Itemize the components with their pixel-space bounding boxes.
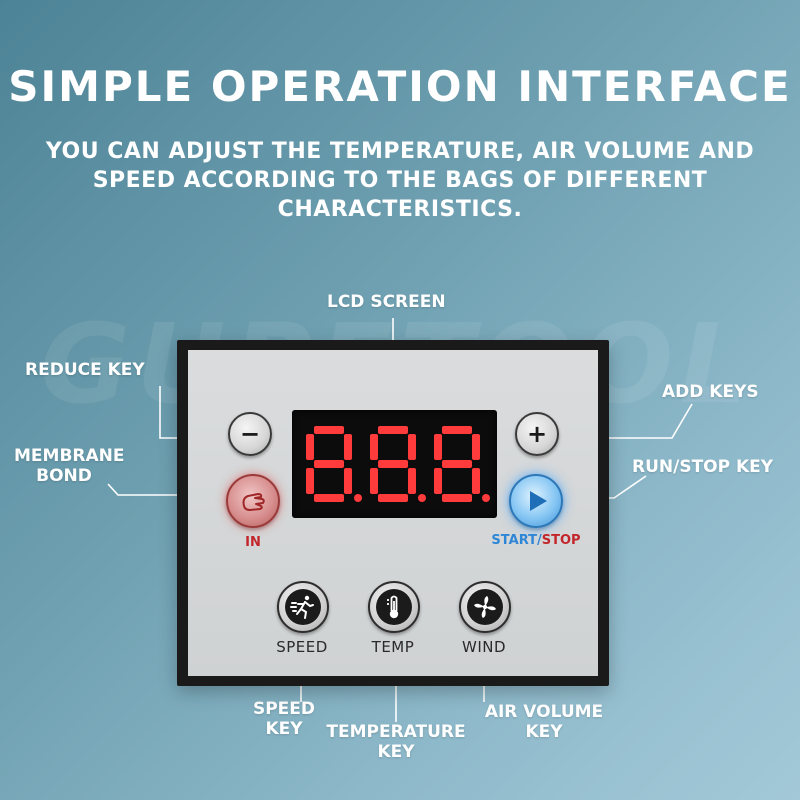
lcd-decimal-point bbox=[418, 494, 426, 502]
speed-button-face bbox=[285, 589, 321, 625]
lcd-decimal-point bbox=[354, 494, 362, 502]
callout-line: KEY bbox=[265, 719, 303, 739]
lcd-segment-b bbox=[408, 434, 416, 460]
wind-button-face bbox=[467, 589, 503, 625]
start-label: START bbox=[491, 533, 537, 548]
lcd-segment-e bbox=[434, 468, 442, 494]
minus-icon: − bbox=[239, 420, 261, 448]
callout-line: AIR VOLUME bbox=[484, 702, 604, 722]
callout-lcd-screen: LCD SCREEN bbox=[327, 292, 446, 312]
lcd-segment-f bbox=[434, 434, 442, 460]
callout-reduce-key: REDUCE KEY bbox=[25, 360, 145, 380]
run-stop-button[interactable] bbox=[509, 474, 563, 528]
callout-line: KEY bbox=[377, 742, 415, 762]
stop-label: STOP bbox=[541, 533, 581, 548]
page-subtitle: YOU CAN ADJUST THE TEMPERATURE, AIR VOLU… bbox=[40, 137, 760, 224]
play-icon bbox=[530, 491, 547, 511]
callout-line: BOND bbox=[36, 466, 92, 486]
hand-icon bbox=[242, 493, 265, 511]
lcd-segment-d bbox=[378, 494, 408, 502]
lcd-segment-g bbox=[314, 460, 344, 468]
speed-label: SPEED bbox=[276, 638, 328, 656]
seven-segment-display bbox=[306, 426, 490, 502]
lcd-segment-a bbox=[378, 426, 408, 434]
running-person-icon bbox=[290, 595, 314, 619]
lcd-segment-d bbox=[314, 494, 344, 502]
lcd-segment-g bbox=[442, 460, 472, 468]
callout-line: KEY bbox=[525, 722, 563, 742]
callout-line: TEMPERATURE bbox=[326, 722, 466, 742]
callout-line: MEMBRANE bbox=[14, 446, 125, 466]
subtitle-line: CHARACTERISTICS. bbox=[277, 197, 523, 222]
subtitle-line: YOU CAN ADJUST THE TEMPERATURE, AIR VOLU… bbox=[45, 139, 755, 164]
lcd-screen bbox=[292, 410, 497, 518]
callout-membrane-bond: MEMBRANE BOND bbox=[14, 446, 125, 486]
reduce-button[interactable]: − bbox=[228, 412, 272, 456]
lcd-segment-b bbox=[344, 434, 352, 460]
lcd-segment-g bbox=[378, 460, 408, 468]
callout-add-keys: ADD KEYS bbox=[662, 382, 759, 402]
plus-icon: + bbox=[526, 420, 548, 448]
lcd-segment-c bbox=[472, 468, 480, 494]
callout-line: SPEED bbox=[252, 699, 316, 719]
lcd-segment-a bbox=[442, 426, 472, 434]
subtitle-line: SPEED ACCORDING TO THE BAGS OF DIFFERENT bbox=[92, 168, 708, 193]
lcd-segment-d bbox=[442, 494, 472, 502]
callout-run-stop-key: RUN/STOP KEY bbox=[632, 457, 774, 477]
in-label: IN bbox=[245, 535, 261, 550]
lcd-decimal-point bbox=[482, 494, 490, 502]
callout-speed-key: SPEED KEY bbox=[244, 699, 324, 739]
in-button[interactable] bbox=[226, 474, 280, 528]
fan-icon bbox=[474, 596, 496, 618]
slash-label: / bbox=[537, 533, 542, 548]
lcd-segment-f bbox=[370, 434, 378, 460]
temp-button[interactable] bbox=[368, 581, 420, 633]
lcd-segment-e bbox=[306, 468, 314, 494]
temp-button-face bbox=[376, 589, 412, 625]
lcd-segment-b bbox=[472, 434, 480, 460]
speed-button[interactable] bbox=[277, 581, 329, 633]
lcd-segment-e bbox=[370, 468, 378, 494]
wind-label: WIND bbox=[461, 638, 507, 656]
start-stop-label: START/STOP bbox=[476, 533, 596, 548]
lcd-segment-f bbox=[306, 434, 314, 460]
lcd-segment-c bbox=[344, 468, 352, 494]
lcd-segment-c bbox=[408, 468, 416, 494]
lcd-segment-a bbox=[314, 426, 344, 434]
page-title: SIMPLE OPERATION INTERFACE bbox=[8, 62, 792, 111]
callout-temperature-key: TEMPERATURE KEY bbox=[316, 722, 476, 762]
thermometer-icon bbox=[387, 595, 399, 619]
temp-label: TEMP bbox=[371, 638, 415, 656]
callout-air-volume-key: AIR VOLUME KEY bbox=[474, 702, 614, 742]
add-button[interactable]: + bbox=[515, 412, 559, 456]
wind-button[interactable] bbox=[459, 581, 511, 633]
